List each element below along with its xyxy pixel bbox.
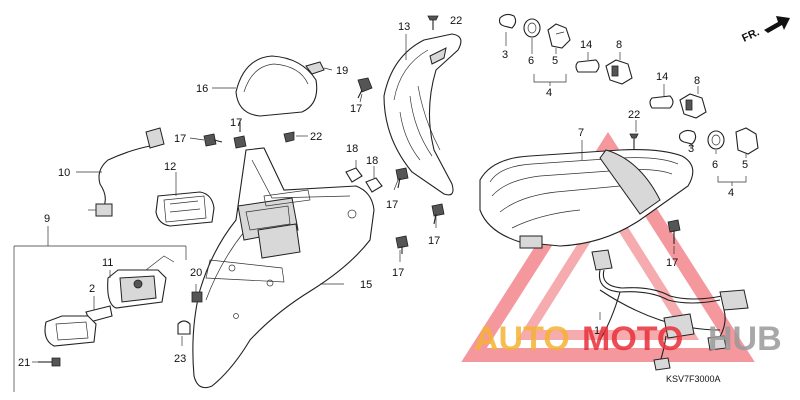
callout-3-right: 3 <box>688 143 694 155</box>
part-7-tail-lamp <box>479 149 694 249</box>
callout-12: 12 <box>164 161 176 173</box>
part-14-bulb-b <box>649 95 674 109</box>
group-9-bracket <box>13 226 187 392</box>
part-6-grommet-right <box>707 130 725 150</box>
callout-22-a: 22 <box>450 15 462 27</box>
callout-9: 9 <box>44 213 50 225</box>
part-6-grommet-top <box>523 18 541 38</box>
part-license-lens <box>44 315 97 347</box>
callout-17-g: 17 <box>666 257 678 269</box>
callout-16: 16 <box>196 83 208 95</box>
callout-2: 2 <box>89 283 95 295</box>
callout-10: 10 <box>58 167 70 179</box>
callout-18-a: 18 <box>346 143 358 155</box>
callout-18-b: 18 <box>366 155 378 167</box>
watermark-auto: AUTO <box>474 320 570 358</box>
callout-22-b: 22 <box>310 131 322 143</box>
callout-17-f: 17 <box>392 267 404 279</box>
callout-8-top: 8 <box>616 39 622 51</box>
part-3-bulb-right <box>678 129 697 145</box>
part-12-reflector <box>155 191 215 227</box>
callout-6-top: 6 <box>528 55 534 67</box>
part-15-rear-fender <box>192 147 375 389</box>
callout-19: 19 <box>336 65 348 77</box>
callout-17-b: 17 <box>230 117 242 129</box>
callout-3-top: 3 <box>502 49 508 61</box>
callout-6-right: 6 <box>712 159 718 171</box>
callout-numbers: 1 2 3 3 4 4 5 5 6 6 7 8 8 9 10 11 12 13 … <box>18 15 748 369</box>
part-11-license-light-base <box>107 255 175 309</box>
group-4-brackets <box>533 74 747 186</box>
callout-17-a: 17 <box>350 103 362 115</box>
watermark-hub: HUB <box>708 320 782 358</box>
callout-17-d: 17 <box>386 199 398 211</box>
callout-7: 7 <box>578 127 584 139</box>
callout-14-right: 14 <box>656 71 668 83</box>
part-8-socket-a <box>605 59 633 85</box>
part-14-bulb-a <box>575 59 600 73</box>
part-3-bulb-top <box>498 13 517 29</box>
watermark-logo <box>461 131 755 362</box>
part-13-tail-bracket <box>383 33 462 196</box>
leader-lines <box>32 32 747 363</box>
part-10-wire-harness <box>88 127 165 217</box>
callout-22-c: 22 <box>628 109 640 121</box>
part-5-socket-right <box>735 127 759 155</box>
front-direction-arrow: FR. <box>740 16 790 45</box>
screws-and-bolts <box>38 15 681 367</box>
part-5-socket-top <box>547 23 571 49</box>
callout-20: 20 <box>190 267 202 279</box>
callout-5-top: 5 <box>552 55 558 67</box>
callout-15: 15 <box>360 279 372 291</box>
callout-4-right: 4 <box>728 187 734 199</box>
callout-4-top: 4 <box>546 87 552 99</box>
callout-8-right: 8 <box>694 75 700 87</box>
callout-23: 23 <box>174 353 186 365</box>
callout-14-top: 14 <box>580 39 592 51</box>
part-19-clip <box>305 61 325 75</box>
callout-17-e: 17 <box>428 235 440 247</box>
watermark-moto: MOTO <box>582 320 683 358</box>
part-1-harness <box>591 249 749 371</box>
callout-11: 11 <box>102 257 113 269</box>
diagram-code: KSV7F3000A <box>666 374 721 384</box>
callout-1: 1 <box>594 325 600 337</box>
callout-17-c: 17 <box>174 133 186 145</box>
part-8-socket-b <box>679 93 707 119</box>
part-16-cover <box>235 55 318 117</box>
front-label: FR. <box>740 26 761 44</box>
callout-13: 13 <box>398 21 410 33</box>
callout-5-right: 5 <box>742 159 748 171</box>
callout-21: 21 <box>18 357 30 369</box>
watermark-text: AUTO MOTO HUB <box>474 320 782 358</box>
